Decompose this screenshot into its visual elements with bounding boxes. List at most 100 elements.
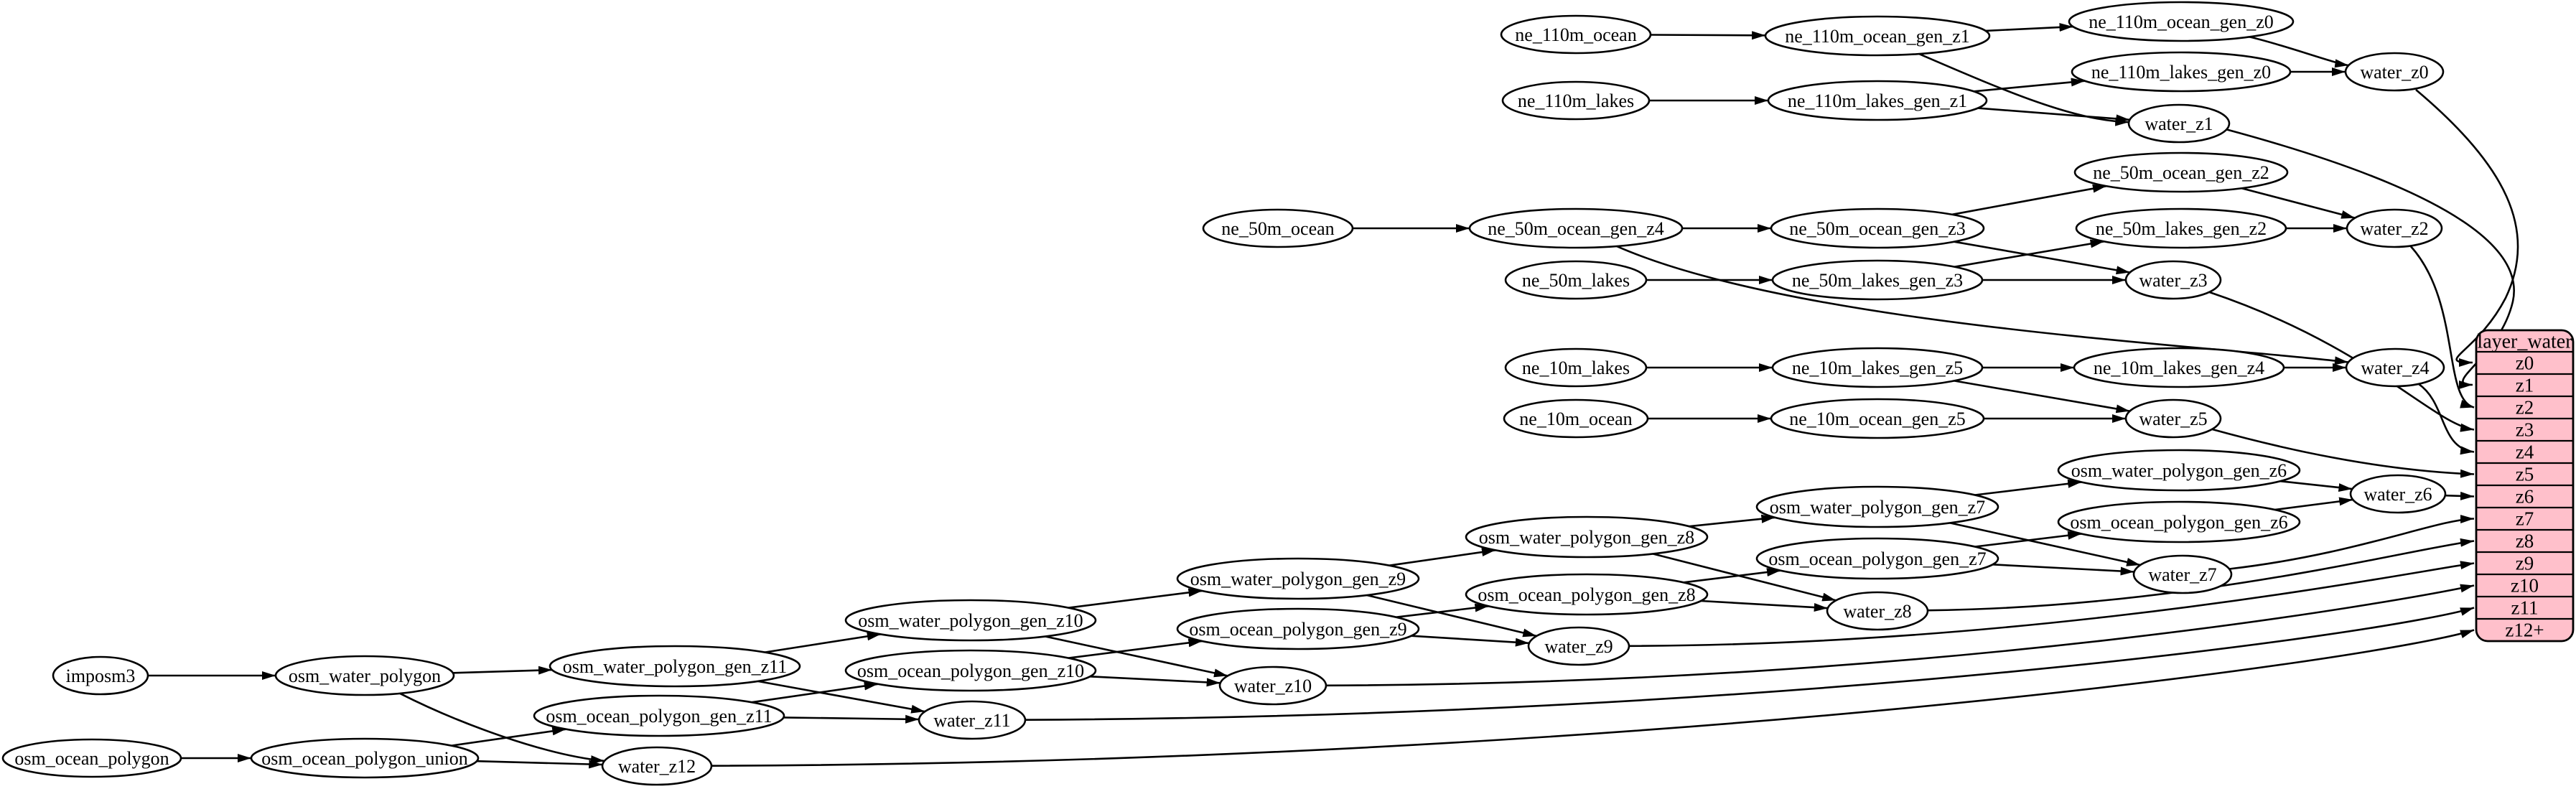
ne_110m_ocean_gen_z1-ellipse xyxy=(1764,15,1991,57)
water_z6-label: water_z6 xyxy=(2363,484,2432,505)
ne_110m_ocean_gen_z0-label: ne_110m_ocean_gen_z0 xyxy=(2089,11,2274,32)
node-osm_ocean_polygon_gen_z6: osm_ocean_polygon_gen_z6 xyxy=(2057,500,2301,543)
edge-osm_water_polygon_gen_z11-to-osm_water_polygon_gen_z10 xyxy=(764,632,882,653)
edge-ne_110m_ocean_gen_z1-to-water_z1 xyxy=(1918,52,2129,126)
water_z6-ellipse xyxy=(2349,474,2447,514)
ne_10m_lakes-ellipse xyxy=(1504,347,1648,388)
edge-ne_10m_lakes_gen_z5-to-water_z5 xyxy=(1954,380,2130,414)
ne_50m_ocean_gen_z4-ellipse xyxy=(1468,207,1684,249)
node-ne_50m_lakes_gen_z2: ne_50m_lakes_gen_z2 xyxy=(2075,207,2287,249)
water_z4-label: water_z4 xyxy=(2361,358,2429,378)
edge-osm_water_polygon-to-osm_water_polygon_gen_z11 xyxy=(452,666,553,675)
edge-osm_ocean_polygon_gen_z9-to-water_z9 xyxy=(1411,635,1529,647)
node-water_z7: water_z7 xyxy=(2132,554,2233,594)
osm_water_polygon_gen_z10-ellipse xyxy=(844,599,1097,642)
ne_10m_ocean_gen_z5-label: ne_10m_ocean_gen_z5 xyxy=(1789,408,1965,429)
edge-ne_110m_ocean_gen_z1-to-ne_110m_ocean_gen_z0 xyxy=(1985,23,2073,32)
layer-water-row-z3: z3 xyxy=(2476,417,2573,441)
edge-water_z6-to-layer_water-z6 xyxy=(2445,491,2475,500)
ne_50m_ocean_gen_z3-ellipse xyxy=(1770,207,1985,249)
water_z1-label: water_z1 xyxy=(2145,113,2213,134)
node-osm_water_polygon: osm_water_polygon xyxy=(274,655,455,696)
node-ne_10m_lakes_gen_z4: ne_10m_lakes_gen_z4 xyxy=(2073,347,2285,388)
edge-osm_water_polygon_gen_z7-to-water_z7 xyxy=(1949,522,2141,566)
edge-water_z1-to-layer_water-z1 xyxy=(2225,128,2515,389)
layer-water-row-z8: z8 xyxy=(2476,528,2573,552)
osm_ocean_polygon_gen_z8-ellipse xyxy=(1465,573,1709,616)
node-ne_50m_lakes_gen_z3: ne_50m_lakes_gen_z3 xyxy=(1771,259,1984,301)
osm_ocean_polygon_gen_z6-label: osm_ocean_polygon_gen_z6 xyxy=(2070,512,2287,533)
ne_50m_ocean_gen_z2-label: ne_50m_ocean_gen_z2 xyxy=(2093,162,2269,183)
edge-ne_110m_lakes_gen_z1-to-ne_110m_lakes_gen_z0 xyxy=(1974,78,2085,93)
water_z12-label: water_z12 xyxy=(618,756,696,777)
water_z12-ellipse xyxy=(601,746,713,786)
ne_50m_ocean_gen_z4-label: ne_50m_ocean_gen_z4 xyxy=(1488,218,1663,239)
layer-water-row-z9: z9 xyxy=(2476,551,2573,574)
osm_water_polygon_gen_z8-ellipse xyxy=(1465,515,1709,559)
osm_ocean_polygon_gen_z6-ellipse xyxy=(2057,500,2301,543)
ne_50m_ocean-ellipse xyxy=(1202,208,1354,248)
edge-osm_water_polygon_gen_z10-to-water_z10 xyxy=(1045,635,1228,678)
layer-water-row-z0: z0 xyxy=(2476,350,2573,374)
osm_water_polygon_gen_z11-label: osm_water_polygon_gen_z11 xyxy=(563,656,787,677)
node-water_z10: water_z10 xyxy=(1218,666,1327,706)
node-osm_water_polygon_gen_z9: osm_water_polygon_gen_z9 xyxy=(1176,557,1420,600)
osm_water_polygon_gen_z7-ellipse xyxy=(1755,485,1999,528)
node-ne_110m_ocean_gen_z0: ne_110m_ocean_gen_z0 xyxy=(2068,1,2295,42)
node-osm_ocean_polygon_gen_z8: osm_ocean_polygon_gen_z8 xyxy=(1465,573,1709,616)
edge-ne_110m_lakes_gen_z1-to-water_z1 xyxy=(1977,107,2130,123)
water_z9-ellipse xyxy=(1527,626,1630,666)
edge-ne_50m_ocean_gen_z2-to-water_z2 xyxy=(2241,187,2356,219)
ne_10m_ocean-ellipse xyxy=(1503,398,1649,439)
row-label-z8: z8 xyxy=(2516,531,2534,552)
edge-osm_ocean_polygon_union-to-osm_ocean_polygon_gen_z11 xyxy=(451,727,566,747)
row-label-z7: z7 xyxy=(2516,508,2534,530)
water_z7-label: water_z7 xyxy=(2148,564,2216,585)
water_z2-ellipse xyxy=(2346,208,2443,248)
water_z8-label: water_z8 xyxy=(1843,601,1911,622)
ne_110m_lakes-ellipse xyxy=(1501,80,1651,121)
edge-osm_ocean_polygon_gen_z11-to-water_z11 xyxy=(783,714,920,724)
node-osm_ocean_polygon_union: osm_ocean_polygon_union xyxy=(250,737,480,779)
edge-osm_ocean_polygon_gen_z9-to-osm_ocean_polygon_gen_z8 xyxy=(1396,603,1489,618)
ne_110m_ocean-label: ne_110m_ocean xyxy=(1515,24,1636,45)
water_z2-label: water_z2 xyxy=(2360,218,2428,239)
edge-water_z4-to-layer_water-z4 xyxy=(2418,383,2475,455)
row-label-z1: z1 xyxy=(2516,375,2534,396)
node-water_z0: water_z0 xyxy=(2344,52,2445,92)
edge-water_z0-to-layer_water-z0 xyxy=(2415,89,2519,367)
ne_50m_lakes_gen_z3-ellipse xyxy=(1771,259,1984,301)
node-ne_10m_lakes_gen_z5: ne_10m_lakes_gen_z5 xyxy=(1771,347,1984,388)
node-layer: imposm3 osm_water_polygon osm_ocean_polygo… xyxy=(1,1,2447,786)
edge-osm_ocean_polygon_gen_z6-to-water_z6 xyxy=(2274,497,2353,511)
water_z11-label: water_z11 xyxy=(933,710,1010,731)
water_z0-label: water_z0 xyxy=(2360,62,2428,83)
edge-water_z12-to-layer_water-z12+ xyxy=(711,629,2475,767)
edge-osm_ocean_polygon_union-to-water_z12 xyxy=(477,760,603,769)
node-water_z11: water_z11 xyxy=(918,700,1027,740)
ne_110m_lakes_gen_z0-ellipse xyxy=(2071,51,2292,93)
water_z3-ellipse xyxy=(2124,260,2222,300)
osm_ocean_polygon_union-label: osm_ocean_polygon_union xyxy=(261,748,467,769)
water_z10-label: water_z10 xyxy=(1234,676,1312,696)
node-ne_50m_ocean_gen_z2: ne_50m_ocean_gen_z2 xyxy=(2073,151,2289,193)
row-label-z0: z0 xyxy=(2516,353,2534,374)
node-ne_110m_lakes: ne_110m_lakes xyxy=(1501,80,1651,121)
node-osm_water_polygon_gen_z10: osm_water_polygon_gen_z10 xyxy=(844,599,1097,642)
ne_10m_lakes_gen_z5-ellipse xyxy=(1771,347,1984,388)
ne_10m_ocean-label: ne_10m_ocean xyxy=(1519,408,1632,429)
osm_water_polygon_gen_z8-label: osm_water_polygon_gen_z8 xyxy=(1479,527,1694,548)
osm_water_polygon_gen_z9-label: osm_water_polygon_gen_z9 xyxy=(1190,569,1406,589)
node-water_z8: water_z8 xyxy=(1826,591,1929,631)
ne_110m_lakes_gen_z0-label: ne_110m_lakes_gen_z0 xyxy=(2091,62,2271,83)
layer-water-row-z1: z1 xyxy=(2476,373,2573,396)
layer-water-row-z5: z5 xyxy=(2476,462,2573,485)
edge-ne_50m_ocean_gen_z3-to-ne_50m_ocean_gen_z2 xyxy=(1951,184,2107,216)
osm_ocean_polygon_gen_z10-label: osm_ocean_polygon_gen_z10 xyxy=(857,660,1084,681)
node-ne_110m_lakes_gen_z0: ne_110m_lakes_gen_z0 xyxy=(2071,51,2292,93)
imposm3-label: imposm3 xyxy=(66,666,136,686)
edge-water_z2-to-layer_water-z2 xyxy=(2409,245,2475,408)
layer-water-row-z6: z6 xyxy=(2476,484,2573,508)
